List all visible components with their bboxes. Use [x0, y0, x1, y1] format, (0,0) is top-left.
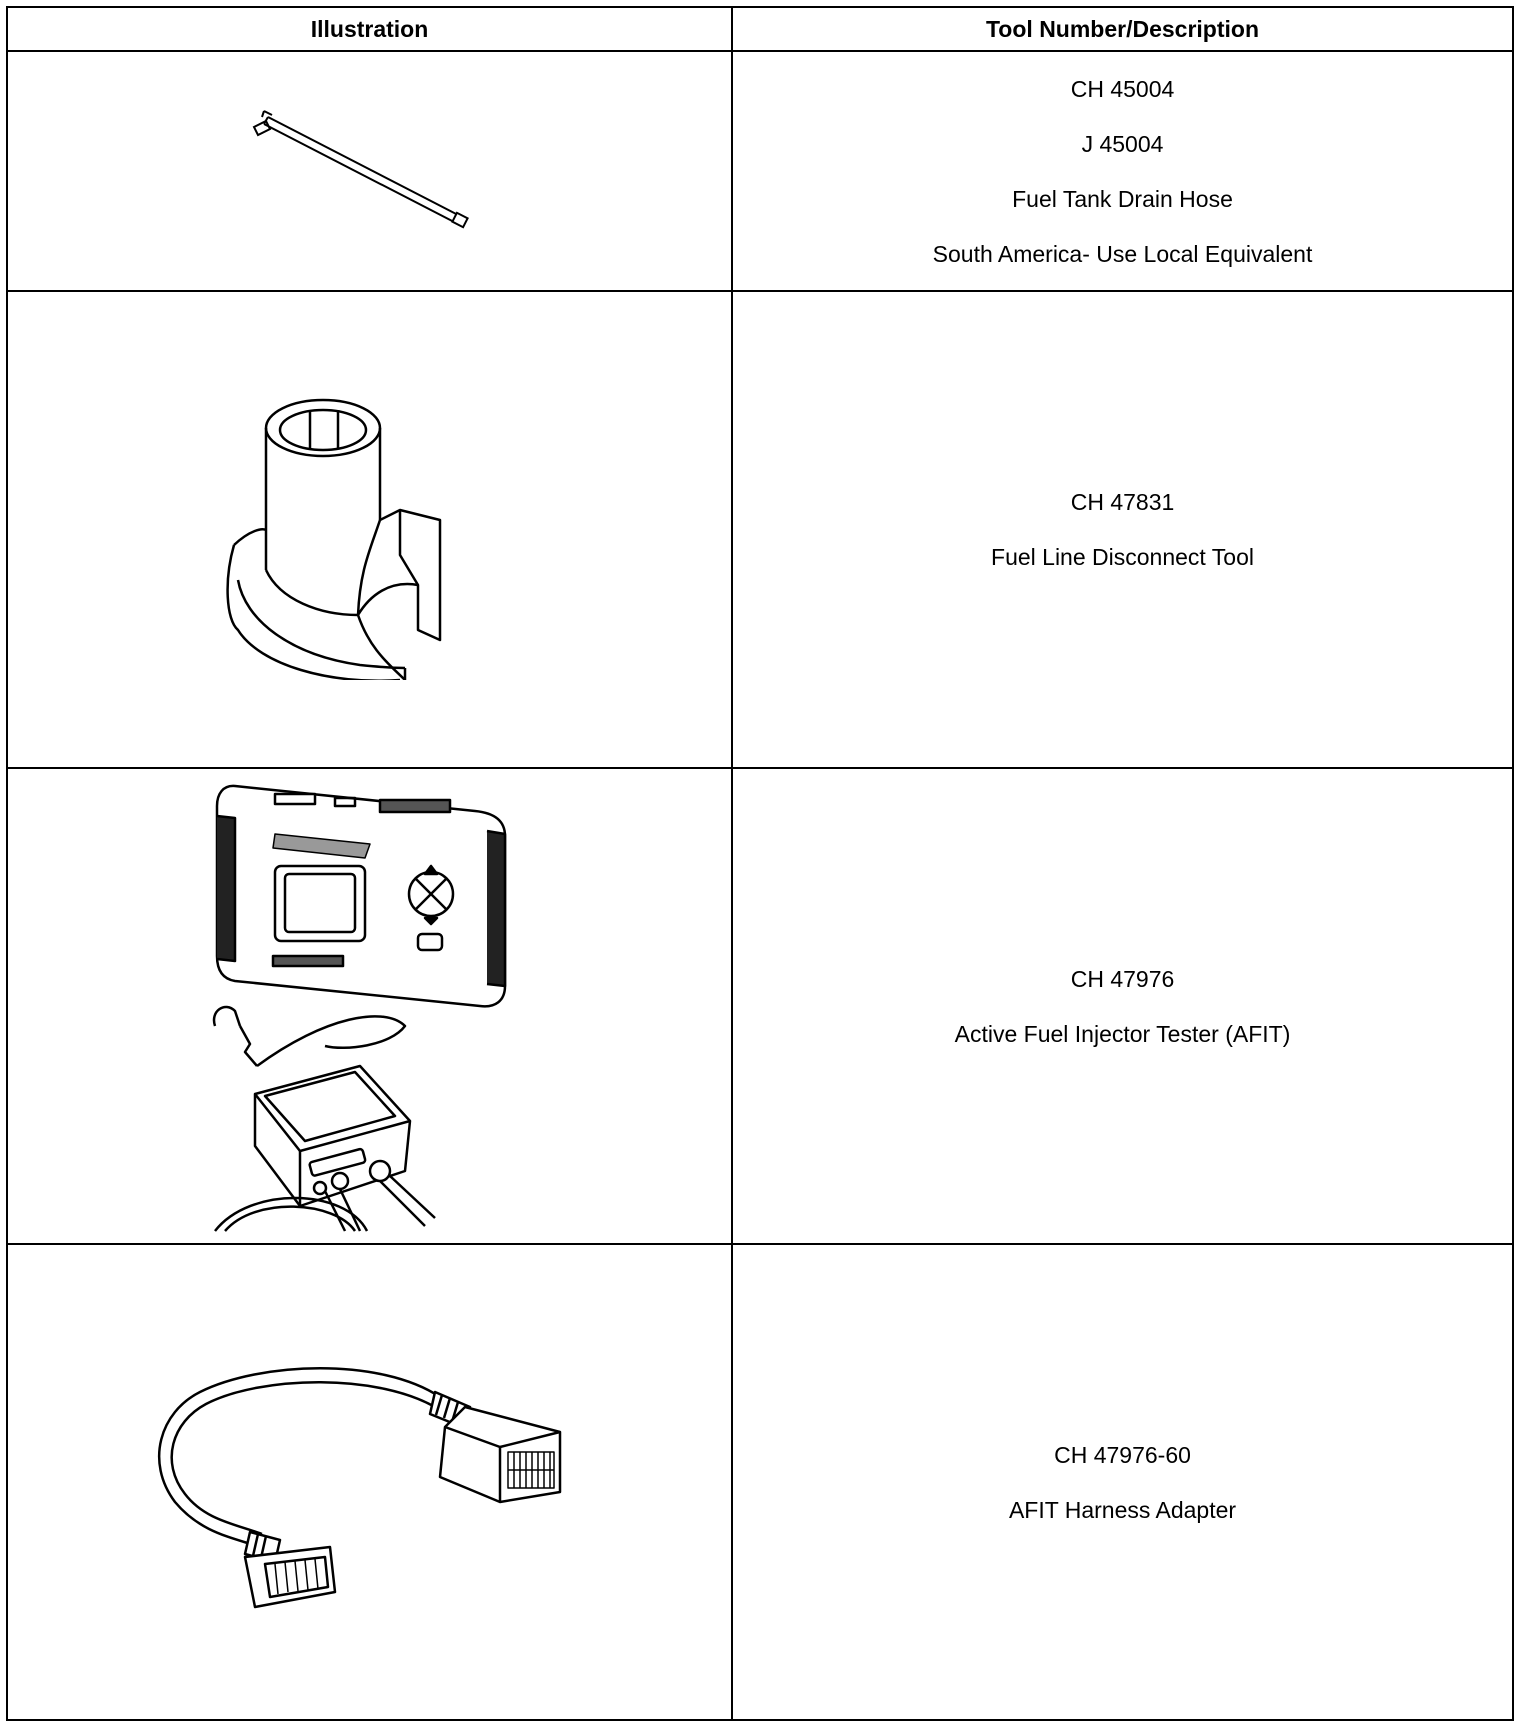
- tool-description: AFIT Harness Adapter: [1008, 1496, 1237, 1523]
- tool-description: Fuel Line Disconnect Tool: [991, 544, 1254, 570]
- tool-description-cell: CH 47976-60 AFIT Harness Adapter: [731, 1243, 1514, 1721]
- table-row: CH 47831 Fuel Line Disconnect Tool: [6, 290, 1514, 769]
- tool-description-cell: CH 45004 J 45004 Fuel Tank Drain Hose So…: [731, 50, 1514, 292]
- table-row: CH 47976 Active Fuel Injector Tester (AF…: [6, 767, 1514, 1245]
- tool-note: South America- Use Local Equivalent: [932, 240, 1313, 267]
- special-tools-table: Illustration Tool Number/Description CH …: [6, 6, 1514, 1721]
- tool-number: CH 45004: [1070, 75, 1175, 102]
- tool-description-cell: CH 47976 Active Fuel Injector Tester (AF…: [731, 767, 1514, 1245]
- tool-column-header: Tool Number/Description: [731, 6, 1514, 52]
- tool-number: CH 47831: [1070, 489, 1175, 515]
- afit-harness-adapter-icon: [157, 1367, 561, 1609]
- illustration-cell: [6, 1243, 733, 1721]
- table-row: CH 47976-60 AFIT Harness Adapter: [6, 1243, 1514, 1721]
- illustration-cell: [6, 50, 733, 292]
- tool-number: CH 47976-60: [1054, 1441, 1191, 1468]
- tool-number: CH 47976: [1070, 965, 1175, 992]
- fuel-line-disconnect-tool-icon: [225, 398, 441, 680]
- illustration-cell: [6, 290, 733, 769]
- illustration-column-header: Illustration: [6, 6, 733, 52]
- tool-description: Fuel Tank Drain Hose: [1012, 185, 1233, 212]
- tool-number-alt: J 45004: [1081, 130, 1164, 157]
- tool-description: Active Fuel Injector Tester (AFIT): [954, 1020, 1291, 1047]
- header-row: Illustration Tool Number/Description: [6, 6, 1514, 52]
- illustration-cell: [6, 767, 733, 1245]
- table-row: CH 45004 J 45004 Fuel Tank Drain Hose So…: [6, 50, 1514, 292]
- active-fuel-injector-tester-icon: [212, 784, 506, 1232]
- fuel-tank-drain-hose-icon: [252, 110, 469, 229]
- tool-description-cell: CH 47831 Fuel Line Disconnect Tool: [731, 290, 1514, 769]
